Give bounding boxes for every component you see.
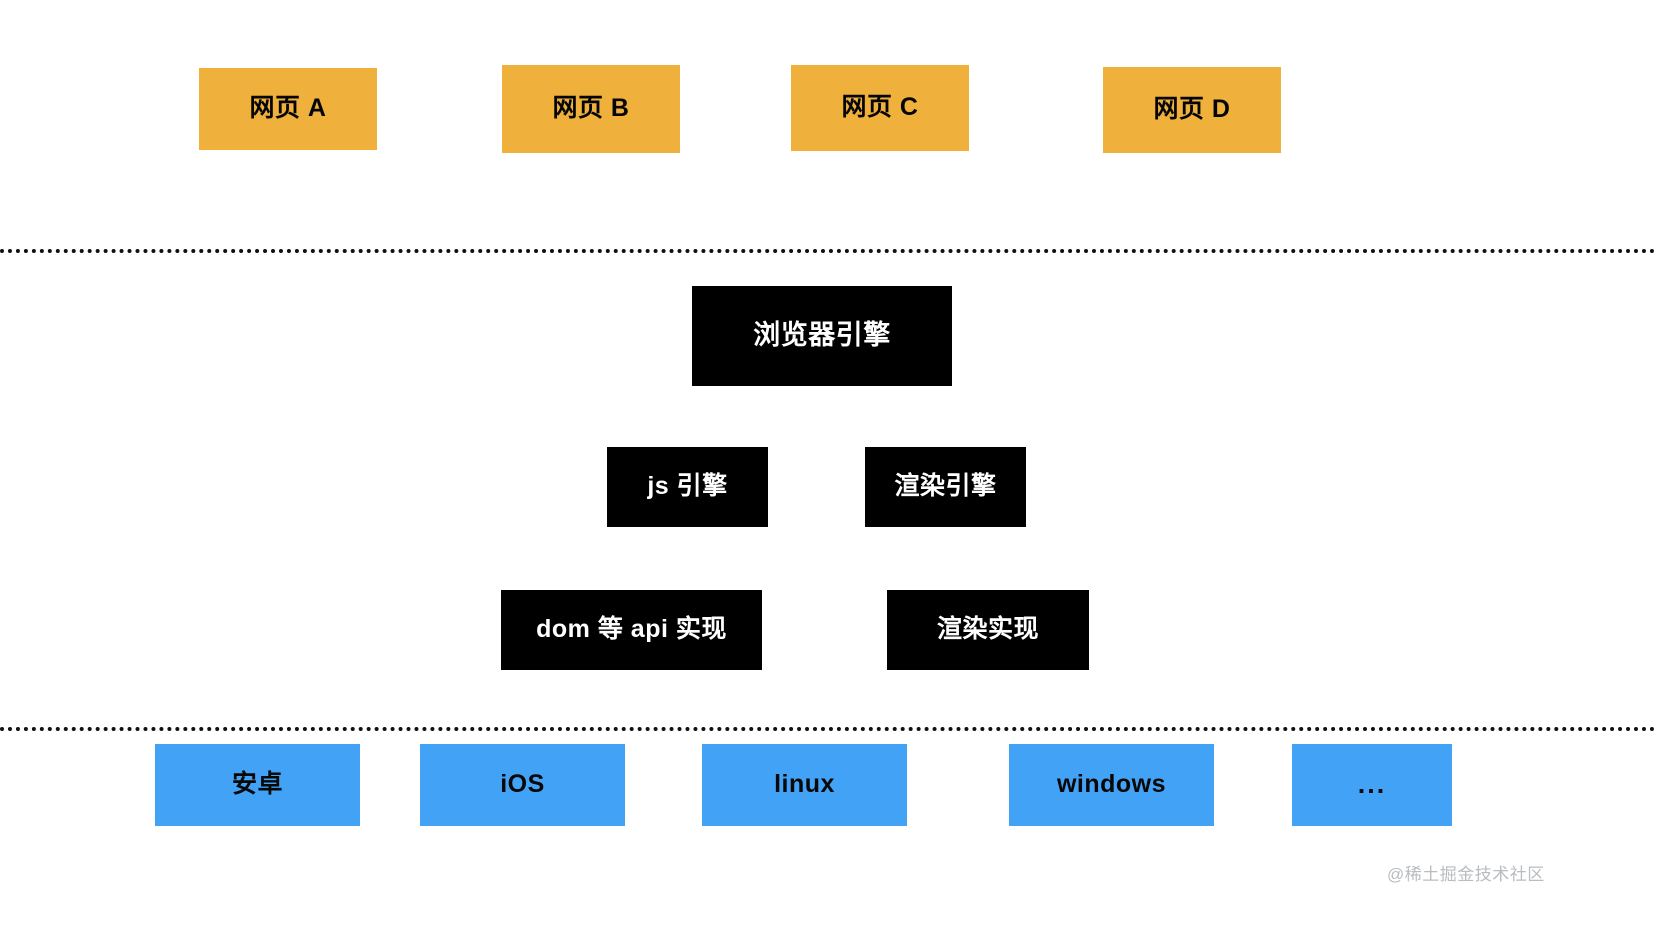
os-box-linux: linux — [702, 744, 907, 826]
js-engine-box: js 引擎 — [607, 447, 768, 527]
watermark: @稀土掘金技术社区 — [1387, 865, 1545, 884]
render-engine-box: 渲染引擎 — [865, 447, 1026, 527]
web-page-box-d: 网页 D — [1103, 67, 1281, 153]
browser-engine-box: 浏览器引擎 — [692, 286, 952, 386]
os-box-more: ... — [1292, 744, 1452, 826]
divider-pages-engine — [0, 249, 1656, 253]
dom-api-impl-box: dom 等 api 实现 — [501, 590, 762, 670]
os-box-ios: iOS — [420, 744, 625, 826]
divider-engine-os — [0, 727, 1656, 731]
os-box-windows: windows — [1009, 744, 1214, 826]
web-page-box-c: 网页 C — [791, 65, 969, 151]
os-box-android: 安卓 — [155, 744, 360, 826]
web-page-box-b: 网页 B — [502, 65, 680, 153]
render-impl-box: 渲染实现 — [887, 590, 1089, 670]
web-page-box-a: 网页 A — [199, 68, 377, 150]
